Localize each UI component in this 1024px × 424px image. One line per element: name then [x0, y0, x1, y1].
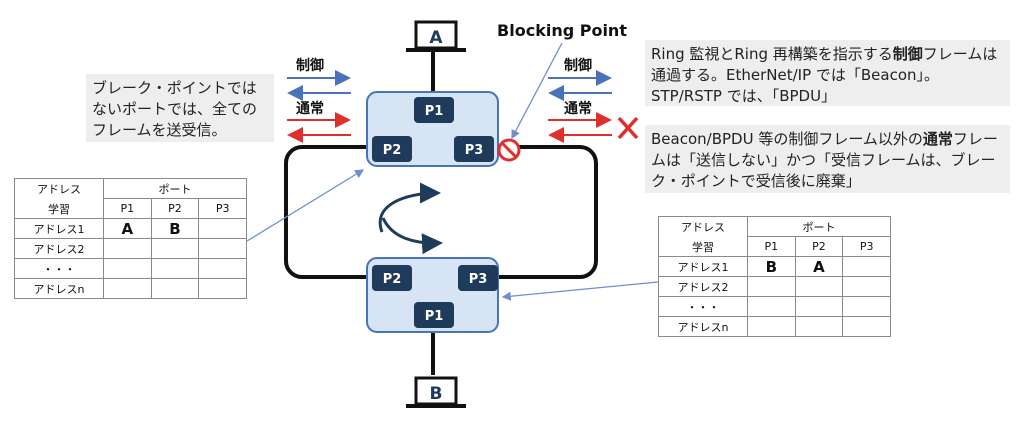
cell: [198, 218, 247, 239]
switch-bottom-p1: P1: [425, 309, 444, 324]
switch-bottom-p3: P3: [469, 272, 488, 287]
blocking-point-label: Blocking Point: [497, 21, 627, 40]
cell: [747, 276, 796, 297]
laptop-b-icon: B: [406, 376, 466, 408]
table-right-header-address: アドレス: [681, 220, 725, 234]
row-label: アドレスn: [658, 316, 748, 337]
cell: [842, 316, 891, 337]
table-right-port: P2: [794, 236, 844, 257]
right-control-label: 制御: [564, 57, 592, 74]
table-row: アドレス2: [14, 238, 247, 259]
table-row: アドレス1 A B: [14, 218, 247, 239]
note-right-top-bold: 制御: [892, 45, 923, 63]
table-right-header-cell: アドレス 学習: [658, 216, 748, 257]
cell: B: [150, 218, 200, 239]
row-label: ・・・: [14, 258, 104, 279]
laptop-a-label: A: [429, 28, 443, 48]
table-row: アドレスn: [658, 316, 891, 337]
cell: [103, 278, 152, 299]
note-right-bottom-post: フレームは「送信しない」かつ「受信フレームは、ブレーク・ポイントで受信後に廃棄」: [651, 130, 998, 190]
table-row: アドレスn: [14, 278, 247, 299]
table-left-header-learn: 学習: [48, 202, 70, 216]
blocking-pointer: [511, 42, 563, 140]
cell: [794, 316, 844, 337]
table-left-header-cell: アドレス 学習: [14, 178, 104, 219]
cell: A: [103, 218, 152, 239]
note-right-bottom-bold: 通常: [922, 130, 953, 148]
row-label: アドレス1: [658, 256, 748, 277]
left-normal-label: 通常: [296, 100, 324, 117]
row-label: アドレス2: [658, 276, 748, 297]
address-table-right: アドレス 学習 ポート P1 P2 P3 アドレス1 B A アドレス2 ・・・…: [658, 216, 891, 337]
row-label: アドレスn: [14, 278, 104, 299]
note-right-bottom: Beacon/BPDU 等の制御フレーム以外の通常フレームは「送信しない」かつ「…: [645, 125, 1010, 193]
cell: [103, 238, 152, 259]
left-control-label: 制御: [296, 57, 324, 74]
cell: [150, 278, 200, 299]
blocking-icon: [497, 138, 521, 162]
cell: [842, 296, 891, 317]
cell: [747, 316, 796, 337]
switch-top-p2: P2: [383, 143, 402, 158]
table-left-port: P2: [150, 198, 200, 219]
row-label: アドレス2: [14, 238, 104, 259]
cell: [842, 256, 891, 277]
note-left: ブレーク・ポイントではないポートでは、全てのフレームを送受信。: [86, 74, 274, 142]
cell: [150, 238, 200, 259]
table-row: ・・・: [14, 258, 247, 279]
table-left-header-address: アドレス: [37, 182, 81, 196]
cell: [198, 238, 247, 259]
cell: [747, 296, 796, 317]
note-right-top-post: フレームは通過する。EtherNet/IP では「Beacon」。STP/RST…: [651, 45, 998, 105]
right-table-pointer: [501, 281, 659, 301]
cell: [794, 296, 844, 317]
laptop-a-icon: A: [406, 20, 466, 52]
switch-bottom: P2 P3 P1: [366, 257, 499, 333]
switch-top-p3: P3: [465, 143, 484, 158]
table-left-port: P3: [198, 198, 247, 219]
row-label: アドレス1: [14, 218, 104, 239]
deny-x-icon: [617, 116, 639, 140]
switch-bottom-p2: P2: [383, 272, 402, 287]
cell: [150, 258, 200, 279]
table-right-header-learn: 学習: [692, 240, 714, 254]
table-row: ・・・: [658, 296, 891, 317]
rotation-arrow-bottom: [381, 217, 443, 255]
right-normal-label: 通常: [564, 100, 592, 117]
table-left-header-port: ポート: [103, 178, 247, 199]
switch-top-p1: P1: [425, 104, 444, 119]
left-table-pointer: [246, 169, 365, 242]
note-right-top: Ring 監視とRing 再構築を指示する制御フレームは通過する。EtherNe…: [645, 40, 1010, 106]
table-row: アドレス2: [658, 276, 891, 297]
laptop-b-label: B: [430, 384, 443, 404]
table-right-header-port: ポート: [747, 216, 891, 237]
address-table-left: アドレス 学習 ポート P1 P2 P3 アドレス1 A B アドレス2 ・・・…: [14, 178, 247, 299]
note-right-bottom-pre: Beacon/BPDU 等の制御フレーム以外の: [651, 130, 923, 148]
cell: [794, 276, 844, 297]
table-right-port: P3: [842, 236, 891, 257]
cell: [198, 278, 247, 299]
cell: [198, 258, 247, 279]
cell: [103, 258, 152, 279]
table-left-port: P1: [103, 198, 152, 219]
cell: B: [747, 256, 796, 277]
table-right-port: P1: [747, 236, 796, 257]
cell: [842, 276, 891, 297]
row-label: ・・・: [658, 296, 748, 317]
note-right-top-pre: Ring 監視とRing 再構築を指示する: [651, 45, 893, 63]
cell: A: [794, 256, 844, 277]
rotation-arrow-top: [378, 182, 441, 233]
note-left-text: ブレーク・ポイントではないポートでは、全てのフレームを送受信。: [92, 79, 258, 139]
table-row: アドレス1 B A: [658, 256, 891, 277]
switch-top: P1 P2 P3: [366, 91, 499, 167]
